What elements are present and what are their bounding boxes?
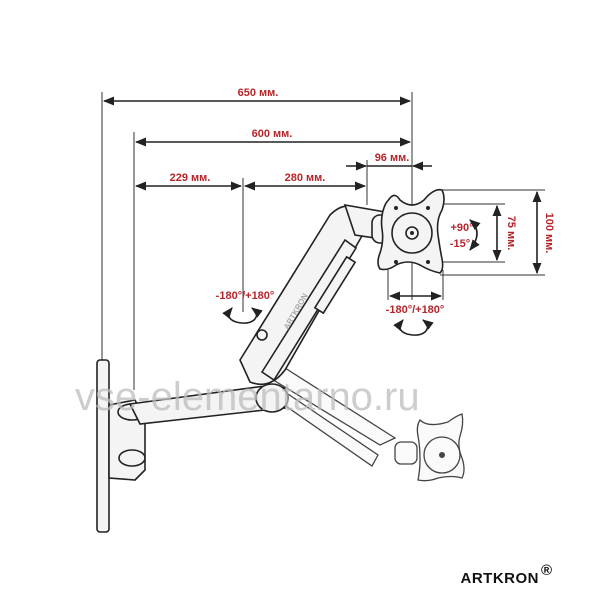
lower-arm [128,383,289,425]
arm-swivel-label: -180°/+180° [216,290,275,302]
dim-600: 600 мм. [252,128,293,140]
dim-280: 280 мм. [285,172,326,184]
extension-lines [101,92,545,390]
brand-name: ARTKRON [461,570,540,587]
dim-75: 75 мм. [505,216,517,251]
dim-96: 96 мм. [375,152,410,164]
lowered-arm-ghost [268,367,465,482]
watermark: vse-elementarno.ru [75,375,420,419]
dimension-arrows [102,96,542,301]
brand-registered-mark: ® [541,562,553,579]
tilt-down-label: -15° [450,238,470,250]
tilt-up-label: +90° [450,222,473,234]
dim-229: 229 мм. [170,172,211,184]
head-swivel-arrow-icon [393,319,434,336]
arm-swivel-arrow-icon [222,307,263,324]
head-swivel-label: -180°/+180° [386,304,445,316]
vesa-plate [377,188,445,274]
tilt-arrow-icon [469,219,481,251]
wall-plate [96,359,147,533]
dim-650: 650 мм. [238,87,279,99]
dim-100: 100 мм. [543,213,555,254]
